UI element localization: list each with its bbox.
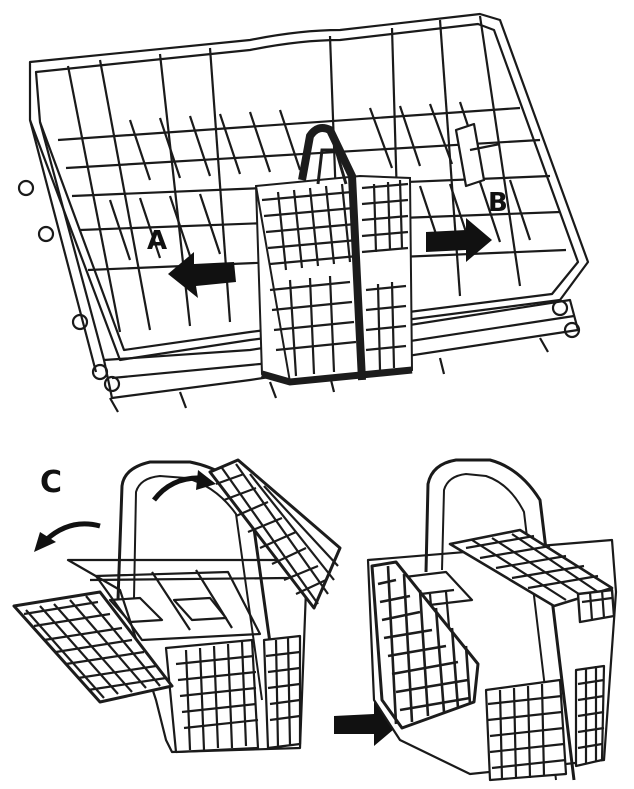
callout-c-label: C [40, 465, 63, 500]
curved-arrow-left-icon [34, 521, 101, 552]
callout-a-label: A [147, 226, 168, 256]
arrow-left-icon [168, 252, 236, 298]
curved-arrow-right-icon [152, 470, 216, 502]
cutlery-basket-in-rack [254, 124, 414, 386]
open-lid-left [12, 590, 174, 704]
open-lid-right [208, 458, 342, 610]
basket-closed-lids [366, 458, 618, 782]
callout-b-label: B [488, 188, 508, 218]
arrow-right-icon [426, 218, 492, 262]
